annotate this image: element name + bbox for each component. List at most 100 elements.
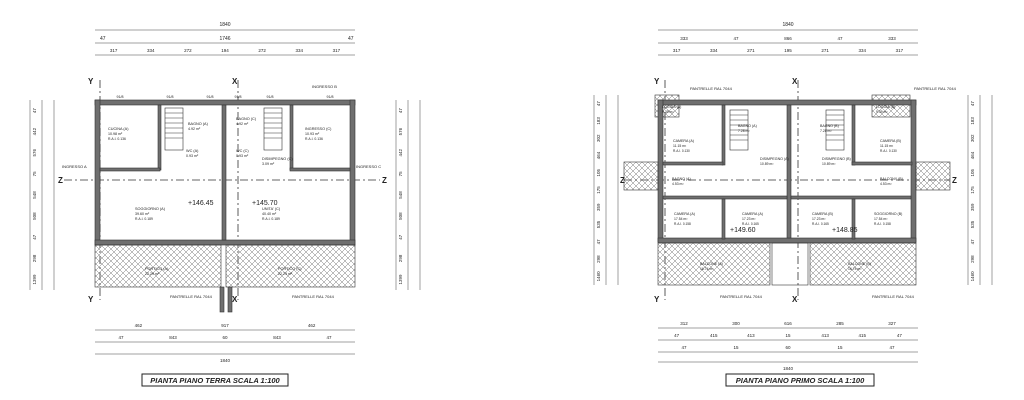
plan-title-first: PIANTA PIANO PRIMO SCALA 1:100 (736, 376, 865, 385)
dim-segment: 334 (296, 48, 304, 53)
axis-z-right-first: Z (952, 176, 957, 185)
dim-left: 548 (32, 191, 37, 199)
dim-left: 298 (32, 254, 37, 262)
room-area: 0.93 m² (186, 154, 199, 158)
dim-left-first: 47 (596, 101, 601, 107)
room-name-first: LOGGIA (B) (876, 105, 895, 109)
dim-inner: 1746 (219, 36, 230, 42)
room-area-first: 11.15 m² (880, 144, 894, 148)
window-label: 91/8 (117, 95, 124, 99)
axis-y-top-first: Y (654, 77, 660, 86)
room-rai: R.A.I. 0.189 (135, 217, 153, 221)
dim-segment-b: 271 (747, 48, 755, 53)
dim-segment-b: 334 (710, 48, 718, 53)
room-name-first: SOGGIORNO (B) (874, 212, 902, 216)
room-name: SOGGIORNO (A) (135, 207, 166, 211)
dim-bottom-first: 300 (732, 321, 740, 326)
note-pantrelle-first-1: PANTRELLE RAL 7044 (690, 86, 733, 91)
room-name: INGRESSO (C) (305, 127, 332, 131)
room-name: WC (A) (186, 149, 199, 153)
axis-z-left-first: Z (620, 176, 625, 185)
room-area-first: 17.54 m² (874, 217, 888, 221)
dim-bottom-first: 415 (859, 333, 867, 338)
room-rai-first: R.A.I. 0.158 (874, 222, 891, 226)
room-area: 4.92 m² (188, 127, 201, 131)
dim-bottom-first: 60 (785, 345, 791, 350)
dim-bottom-first: 285 (836, 321, 844, 326)
dim-segment: 272 (184, 48, 192, 53)
dim-left: 1399 (32, 274, 37, 285)
axis-y-bottom: Y (88, 295, 94, 304)
dim-left-first: 298 (596, 255, 601, 263)
plan-title-ground: PIANTA PIANO TERRA SCALA 1:100 (150, 376, 280, 385)
room-name: DISIMPEGNO (C) (262, 157, 293, 161)
room-name: UNITA' (C) (262, 207, 281, 211)
dim-segment: 317 (110, 48, 118, 53)
room-name: CUCINA (A) (108, 127, 129, 131)
dim-segment-a: 47 (837, 36, 843, 41)
room-area-first: 11.15 m² (673, 144, 687, 148)
dim-right-first: 535 (970, 220, 975, 228)
dim-right: 548 (398, 191, 403, 199)
dim-right-first: 183 (970, 117, 975, 125)
dim-right: 298 (398, 254, 403, 262)
window-label: 91/8 (267, 95, 274, 99)
room-rai: R.A.I. 0.136 (305, 137, 323, 141)
dim-segment-a: 333 (680, 36, 688, 41)
dim-segment-b: 317 (896, 48, 904, 53)
dim-bottom-first: 415 (710, 333, 718, 338)
dim-bottom: 917 (221, 323, 229, 328)
room-area-first: 17.23 m² (742, 217, 756, 221)
room-area-first: 9.39 m² (662, 110, 674, 114)
window-label: 91/8 (327, 95, 334, 99)
ingresso-c: INGRESSO C (356, 164, 381, 169)
dim-bottom-first: 15 (733, 345, 739, 350)
dim-right: 442 (398, 149, 403, 157)
dim-segment: 317 (333, 48, 341, 53)
room-name-first: LOGGIA (A) (662, 105, 681, 109)
room-name-first: CAMERA (A) (742, 212, 763, 216)
dim-right: 47 (398, 108, 403, 114)
dim-right: 75 (398, 171, 403, 177)
dim-right-first: 1460 (970, 271, 975, 282)
dim-bottom: 462 (308, 323, 316, 328)
dim-right-first: 47 (970, 101, 975, 107)
dim-left-first: 302 (596, 134, 601, 142)
room-area-first: 10.89 m² (760, 162, 774, 166)
dim-segment-b: 317 (673, 48, 681, 53)
dim-bottom-first: 15 (837, 345, 843, 350)
room-name-first: BALCONE (B) (848, 262, 871, 266)
room-area-first: 4.53 m² (880, 182, 892, 186)
dim-segment-a: 866 (784, 36, 792, 41)
dim-left-first: 47 (596, 239, 601, 245)
dim-bottom: 60 (222, 335, 228, 340)
room-name: PORTICO (C) (278, 267, 302, 271)
room-name-first: CAMERA (B) (880, 139, 901, 143)
ingresso-b: INGRESSO B (312, 84, 337, 89)
dim-left: 442 (32, 127, 37, 135)
dim-bottom-first: 616 (784, 321, 792, 326)
room-area-first: 4.53 m² (672, 182, 684, 186)
dim-right: 576 (398, 127, 403, 135)
room-name-first: CAMERA (A) (673, 139, 694, 143)
dim-left: 75 (32, 171, 37, 177)
note-pantrelle-first-2: PANTRELLE RAL 7044 (914, 86, 957, 91)
axis-x-top: X (232, 77, 238, 86)
dim-right-first: 298 (970, 255, 975, 263)
dim-right-first: 302 (970, 134, 975, 142)
room-name-first: BALCONE (A) (700, 262, 723, 266)
room-area: 22.29 m² (145, 272, 160, 276)
dim-segment-b: 334 (859, 48, 867, 53)
note-pantrelle-2: PANTRELLE RAL 7044 (292, 294, 335, 299)
axis-y-top: Y (88, 77, 94, 86)
room-area-first: 16.74 m² (848, 267, 862, 271)
room-area-first: 9.39 m² (876, 110, 888, 114)
dim-left-first: 1460 (596, 271, 601, 282)
window-label: 91/8 (167, 95, 174, 99)
